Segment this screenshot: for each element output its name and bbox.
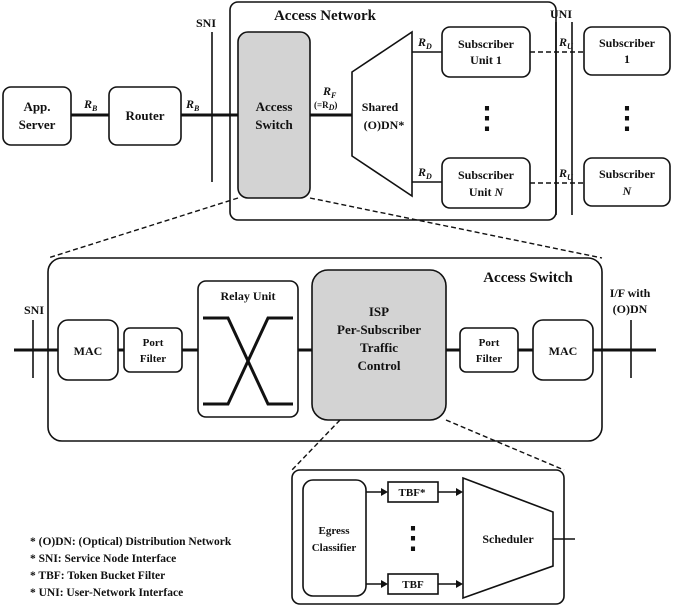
- subscriber-n-label-1: Subscriber: [599, 167, 656, 181]
- uni-label: UNI: [550, 7, 572, 21]
- port-filter-left-label-1: Port: [143, 337, 164, 349]
- mac-left-box: [57, 319, 119, 381]
- isp-label-2: Per-Subscriber: [337, 322, 421, 337]
- subscriber-unit-1-label-1: Subscriber: [458, 37, 515, 51]
- subscriber-unit-n-label-2: Unit N: [469, 185, 505, 199]
- port-filter-left-box: [123, 327, 183, 373]
- shared-odn-label-1: Shared: [362, 100, 399, 114]
- rate-b-label-1: RB: [83, 97, 98, 113]
- subscriber-unit-n-box: [441, 157, 531, 209]
- shared-odn-label-2: (O)DN*: [364, 118, 405, 132]
- zoom-line-right-1: [309, 197, 603, 259]
- rate-u-label-1: RU: [558, 35, 574, 51]
- port-filter-left-label-2: Filter: [140, 353, 166, 365]
- vdots-tbf: ⋮: [398, 522, 428, 555]
- subscriber-n-label-2: N: [622, 184, 633, 198]
- zoom-line-left-1: [47, 197, 239, 259]
- legend-line-4: * UNI: User-Network Interface: [30, 587, 183, 599]
- subscriber-n-box: [583, 157, 671, 207]
- rate-d-label-1: RD: [417, 35, 432, 51]
- access-switch-box: [237, 31, 311, 199]
- subscriber-1-label-2: 1: [624, 52, 630, 66]
- sni-label-top: SNI: [196, 16, 216, 30]
- rate-b-label-2: RB: [185, 97, 200, 113]
- subscriber-unit-1-label-2: Unit 1: [470, 53, 502, 67]
- mac-left-label: MAC: [74, 344, 103, 358]
- egress-label-1: Egress: [319, 525, 351, 537]
- app-server-label-2: Server: [19, 117, 56, 132]
- zoom-line-right-2: [445, 419, 565, 471]
- isp-label-3: Traffic: [360, 340, 398, 355]
- isp-label-4: Control: [357, 358, 400, 373]
- sni-label-middle: SNI: [24, 303, 44, 317]
- mac-right-box: [532, 319, 594, 381]
- subscriber-1-box: [583, 26, 671, 76]
- rate-f-eq-label: (=RD): [314, 100, 337, 112]
- rate-d-label-n: RD: [417, 165, 432, 181]
- app-server-label-1: App.: [23, 99, 50, 114]
- subscriber-unit-n-label-1: Subscriber: [458, 168, 515, 182]
- scheduler-trapezoid: [462, 476, 554, 600]
- vdots-units: ⋮: [472, 102, 502, 135]
- if-odn-label-1: I/F with: [610, 286, 651, 300]
- scheduler-label: Scheduler: [482, 532, 534, 546]
- legend-line-2: * SNI: Service Node Interface: [30, 553, 176, 565]
- relay-cross-path-2: [203, 316, 293, 406]
- rate-u-label-n: RU: [558, 166, 574, 182]
- access-switch-detail-title: Access Switch: [483, 270, 573, 286]
- subscriber-1-label-1: Subscriber: [599, 36, 656, 50]
- port-filter-right-label-1: Port: [479, 337, 500, 349]
- access-network-title: Access Network: [274, 8, 377, 24]
- access-switch-label-2: Switch: [255, 117, 293, 132]
- egress-classifier-box: [302, 479, 367, 597]
- tbf-bottom-label: TBF: [402, 579, 424, 591]
- relay-unit-label: Relay Unit: [221, 289, 276, 303]
- isp-traffic-control-box: [311, 269, 447, 421]
- rate-f-label: RF: [322, 84, 337, 100]
- port-filter-right-box: [459, 327, 519, 373]
- arrowhead-tbf-bottom-scheduler: [456, 580, 463, 588]
- if-odn-label-2: (O)DN: [613, 302, 648, 316]
- vdots-subscribers: ⋮: [612, 102, 642, 135]
- relay-unit-box: [197, 280, 299, 418]
- zoom-line-left-2: [291, 419, 341, 471]
- router-label: Router: [126, 108, 165, 123]
- mac-right-label: MAC: [549, 344, 578, 358]
- legend-line-3: * TBF: Token Bucket Filter: [30, 570, 165, 582]
- tbf-top-label: TBF*: [399, 487, 426, 499]
- app-server-box: [2, 86, 72, 146]
- shared-odn-trapezoid: [351, 30, 413, 198]
- subscriber-unit-1-box: [441, 26, 531, 78]
- access-switch-label-1: Access: [256, 99, 293, 114]
- arrowhead-classifier-tbf-bottom: [381, 580, 388, 588]
- isp-label-1: ISP: [369, 304, 389, 319]
- egress-label-2: Classifier: [312, 542, 357, 554]
- arrowhead-classifier-tbf-top: [381, 488, 388, 496]
- legend-line-1: * (O)DN: (Optical) Distribution Network: [30, 536, 232, 548]
- port-filter-right-label-2: Filter: [476, 353, 502, 365]
- arrowhead-tbf-top-scheduler: [456, 488, 463, 496]
